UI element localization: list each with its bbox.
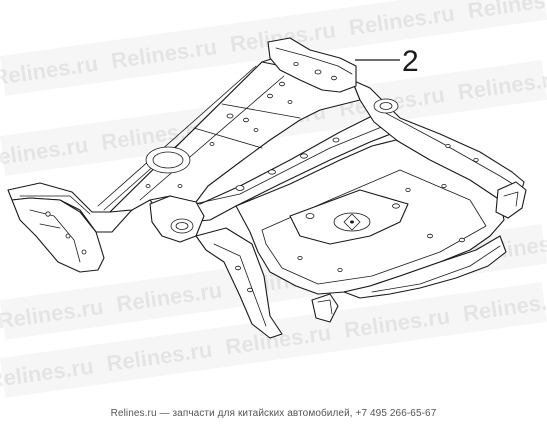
footer-site: Relines.ru [110,408,157,419]
rear-end-flange [343,235,507,299]
top-reinforcement-part [267,37,357,93]
left-mount-boss [149,195,205,243]
rear-floor-panel [235,139,505,295]
rear-right-bracket [495,181,527,219]
left-front-bracket [11,197,105,273]
front-floor-panel [109,61,361,213]
footer-description: запчасти для китайских автомобилей, [172,408,356,419]
footer: Relines.ru — запчасти для китайских авто… [0,408,547,419]
callout-number: 2 [402,45,419,78]
footer-phone: +7 495 266-65-67 [355,408,437,419]
rear-lower-bracket [311,293,339,323]
rear-lower-member [195,227,283,339]
right-mount-ring [373,98,399,114]
callout-2: 2 [355,45,419,78]
footer-separator: — [156,408,173,419]
